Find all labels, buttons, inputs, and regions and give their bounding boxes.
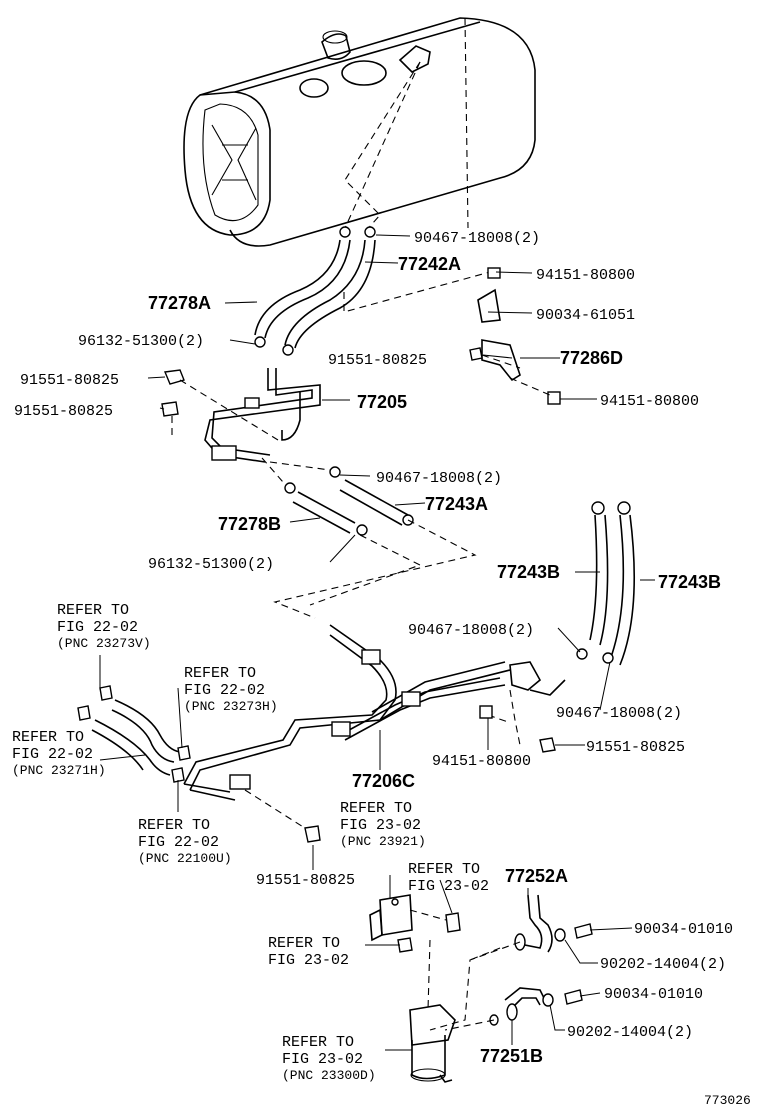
refer-fig: FIG 23-02 <box>408 878 489 895</box>
part-callouts: 90467-18008(2) 77242A 94151-80800 77278A… <box>14 230 733 1066</box>
callout-91551-80825: 91551-80825 <box>256 872 355 889</box>
refer-fig: FIG 22-02 <box>184 682 265 699</box>
callout-96132-51300: 96132-51300(2) <box>148 556 274 573</box>
refer-pnc: (PNC 23300D) <box>282 1068 376 1083</box>
callout-90034-01010: 90034-01010 <box>634 921 733 938</box>
refer-pnc: (PNC 23273V) <box>57 636 151 651</box>
hose-77278A <box>254 239 351 339</box>
callout-91551-80825: 91551-80825 <box>328 352 427 369</box>
callout-91551-80825: 91551-80825 <box>586 739 685 756</box>
callout-77242A: 77242A <box>398 254 461 274</box>
bracket-77286D <box>469 267 561 405</box>
refer-pnc: (PNC 23921) <box>340 834 426 849</box>
pipe-77252A <box>429 894 593 1031</box>
refer-fig: FIG 23-02 <box>340 817 421 834</box>
callout-77243B: 77243B <box>658 572 721 592</box>
refer-fig: FIG 22-02 <box>57 619 138 636</box>
refer-label: REFER TO <box>184 665 256 682</box>
diagram-id: 773026 <box>704 1093 751 1108</box>
callout-77243B: 77243B <box>497 562 560 582</box>
refer-fig: FIG 22-02 <box>138 834 219 851</box>
callout-94151-80800: 94151-80800 <box>432 753 531 770</box>
callout-77278B: 77278B <box>218 514 281 534</box>
fuel-filter <box>369 894 461 1083</box>
callout-91551-80825: 91551-80825 <box>14 403 113 420</box>
refer-label: REFER TO <box>408 861 480 878</box>
fuel-tank <box>183 17 536 247</box>
hose-77243B <box>576 501 636 666</box>
callout-94151-80800: 94151-80800 <box>600 393 699 410</box>
refer-pnc: (PNC 23273H) <box>184 699 278 714</box>
pipe-77206C <box>183 624 566 801</box>
refer-fig: FIG 22-02 <box>12 746 93 763</box>
callout-90034-61051: 90034-61051 <box>536 307 635 324</box>
pipe-77205 <box>161 368 341 491</box>
callout-77243A: 77243A <box>425 494 488 514</box>
refer-label: REFER TO <box>12 729 84 746</box>
callout-77278A: 77278A <box>148 293 211 313</box>
refer-pnc: (PNC 22100U) <box>138 851 232 866</box>
refer-fig: FIG 23-02 <box>282 1051 363 1068</box>
hose-77278B <box>284 482 368 536</box>
refer-label: REFER TO <box>282 1034 354 1051</box>
refer-label: REFER TO <box>268 935 340 952</box>
callout-90467-18008: 90467-18008(2) <box>408 622 534 639</box>
callout-96132-51300: 96132-51300(2) <box>78 333 204 350</box>
callout-90467-18008: 90467-18008(2) <box>556 705 682 722</box>
clip-icon <box>254 226 376 356</box>
hose-left <box>77 685 191 783</box>
refer-notes: REFER TO FIG 22-02 (PNC 23273V) REFER TO… <box>12 602 489 1083</box>
callout-77205: 77205 <box>357 392 407 412</box>
callout-90467-18008: 90467-18008(2) <box>414 230 540 247</box>
refer-label: REFER TO <box>138 817 210 834</box>
callout-90202-14004: 90202-14004(2) <box>567 1024 693 1041</box>
callout-94151-80800: 94151-80800 <box>536 267 635 284</box>
callout-77252A: 77252A <box>505 866 568 886</box>
callout-77286D: 77286D <box>560 348 623 368</box>
leader-lines <box>99 234 655 1051</box>
callout-77251B: 77251B <box>480 1046 543 1066</box>
callout-90467-18008: 90467-18008(2) <box>376 470 502 487</box>
callout-90202-14004: 90202-14004(2) <box>600 956 726 973</box>
refer-fig: FIG 23-02 <box>268 952 349 969</box>
callout-90034-01010: 90034-01010 <box>604 986 703 1003</box>
refer-pnc: (PNC 23271H) <box>12 763 106 778</box>
hose-77242A <box>284 239 376 349</box>
pipe-77251B <box>444 987 583 1031</box>
callout-77206C: 77206C <box>352 771 415 791</box>
refer-label: REFER TO <box>57 602 129 619</box>
refer-label: REFER TO <box>340 800 412 817</box>
callout-91551-80825: 91551-80825 <box>20 372 119 389</box>
